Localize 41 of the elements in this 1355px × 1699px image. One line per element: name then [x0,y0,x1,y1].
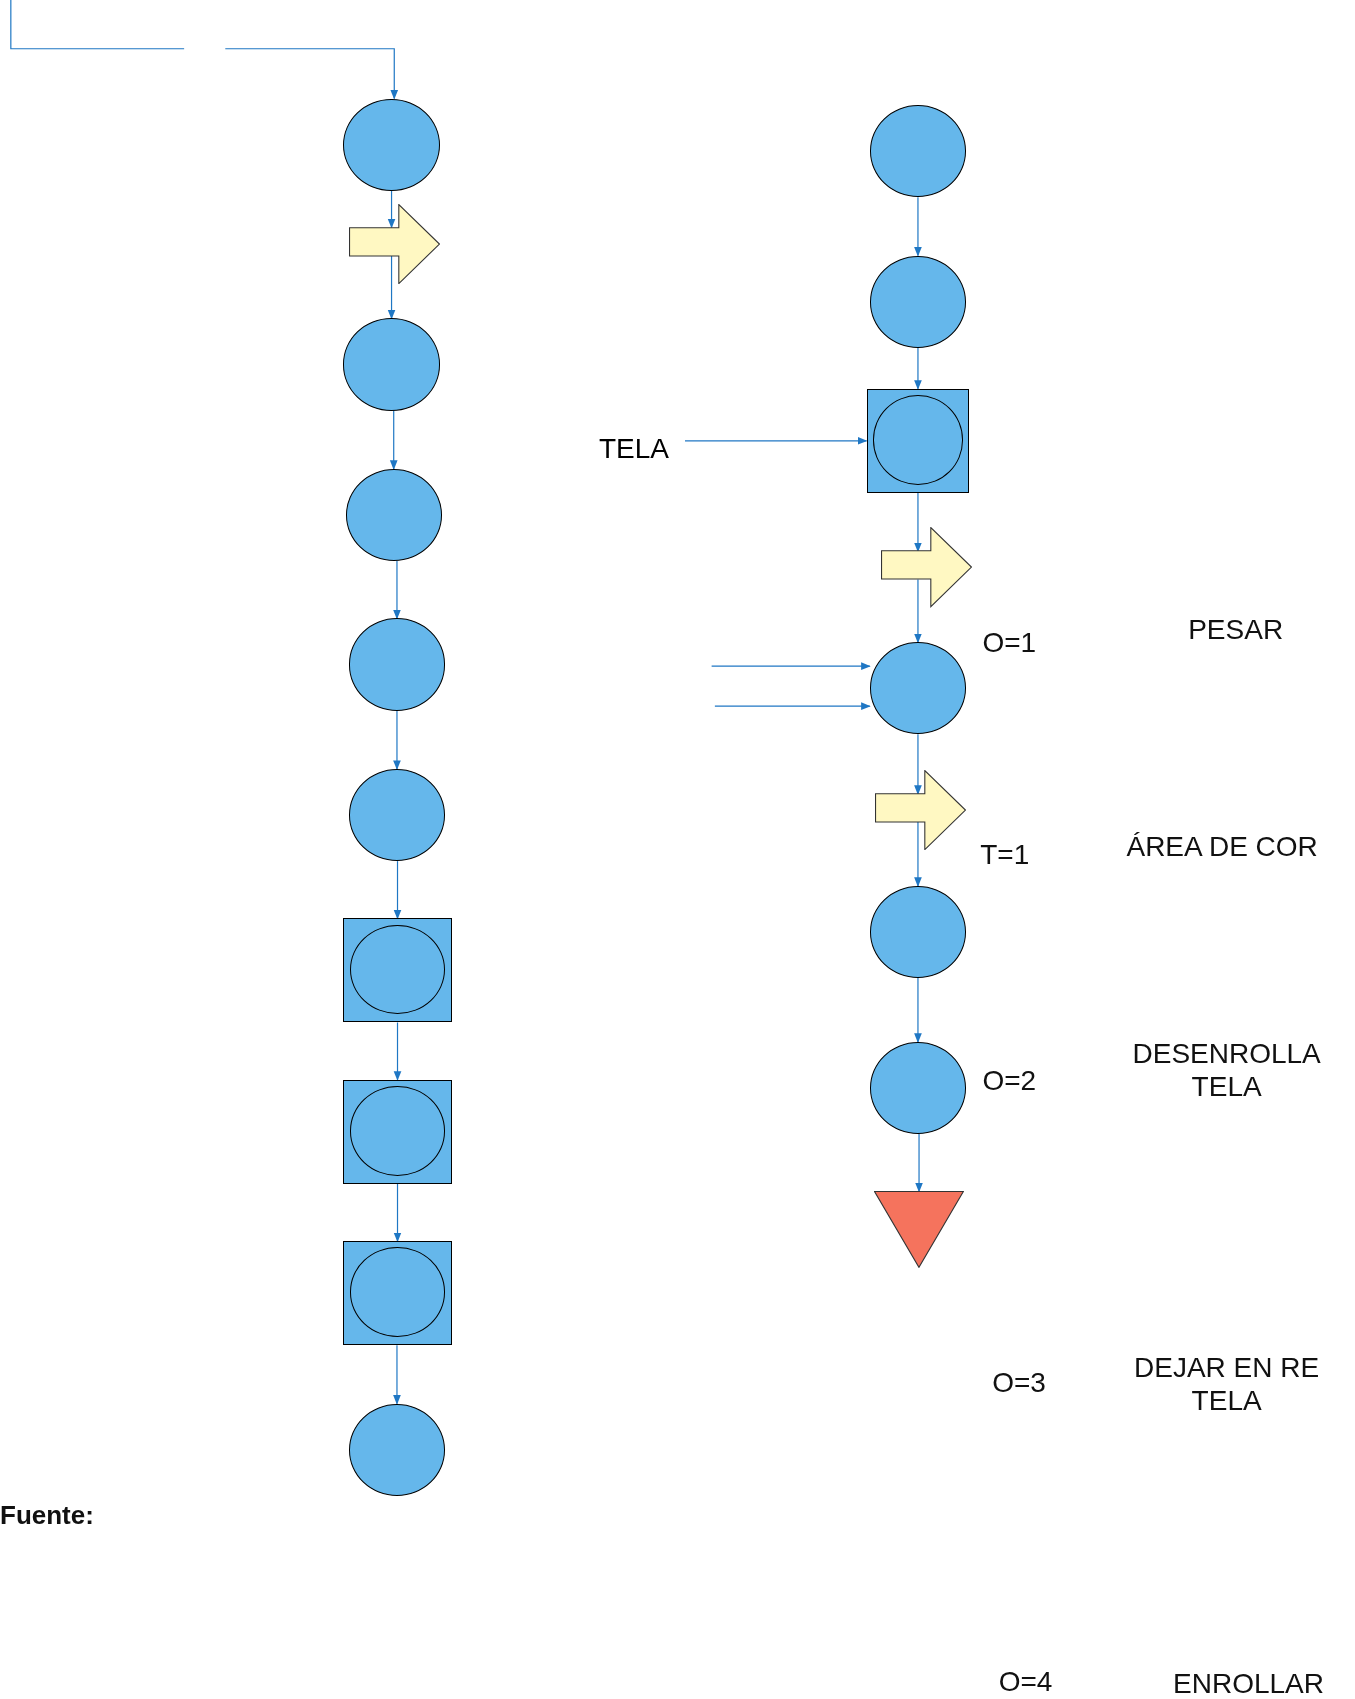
arrow [915,1133,923,1193]
operation-count: O=3 [992,1365,1046,1400]
input-label: TELA [598,433,669,466]
operation-count: O=2 [982,1063,1037,1098]
arrow [10,0,399,100]
arrow [914,578,922,644]
transport-symbol [875,770,967,851]
arrow [389,409,398,470]
combined-activity-symbol [343,1079,452,1184]
step-description: DESENROLLA TELA [1131,1036,1322,1104]
transport-symbol [880,527,972,608]
arrow [714,702,871,711]
combined-activity-symbol [866,388,970,493]
arrow [684,437,868,445]
arrow [914,733,922,795]
arrow [914,196,922,257]
operation-count: O=4 [998,1664,1053,1699]
arrow [387,190,396,229]
arrow [393,1183,402,1243]
transport-symbol [348,203,440,284]
step-description: PESAR [1188,613,1284,647]
arrow [393,709,401,770]
transport-count: T=1 [980,838,1030,872]
step-description: ENROLLAR [1173,1666,1324,1699]
arrow [914,821,922,887]
arrow [711,662,871,670]
arrow [393,1344,401,1405]
arrow [393,860,402,920]
arrow [914,977,922,1043]
arrow [914,492,922,553]
source-label: Fuente: [0,1500,94,1532]
combined-activity-symbol [343,918,452,1023]
arrow [393,560,401,620]
storage-triangle [874,1191,964,1269]
arrow [393,1021,402,1081]
arrow [914,347,922,390]
combined-activity-symbol [343,1241,452,1346]
step-description: DEJAR EN RE TELA [1133,1350,1321,1418]
step-description: ÁREA DE COR [1126,829,1318,864]
operation-count: O=1 [982,626,1037,660]
arrow [387,255,396,320]
